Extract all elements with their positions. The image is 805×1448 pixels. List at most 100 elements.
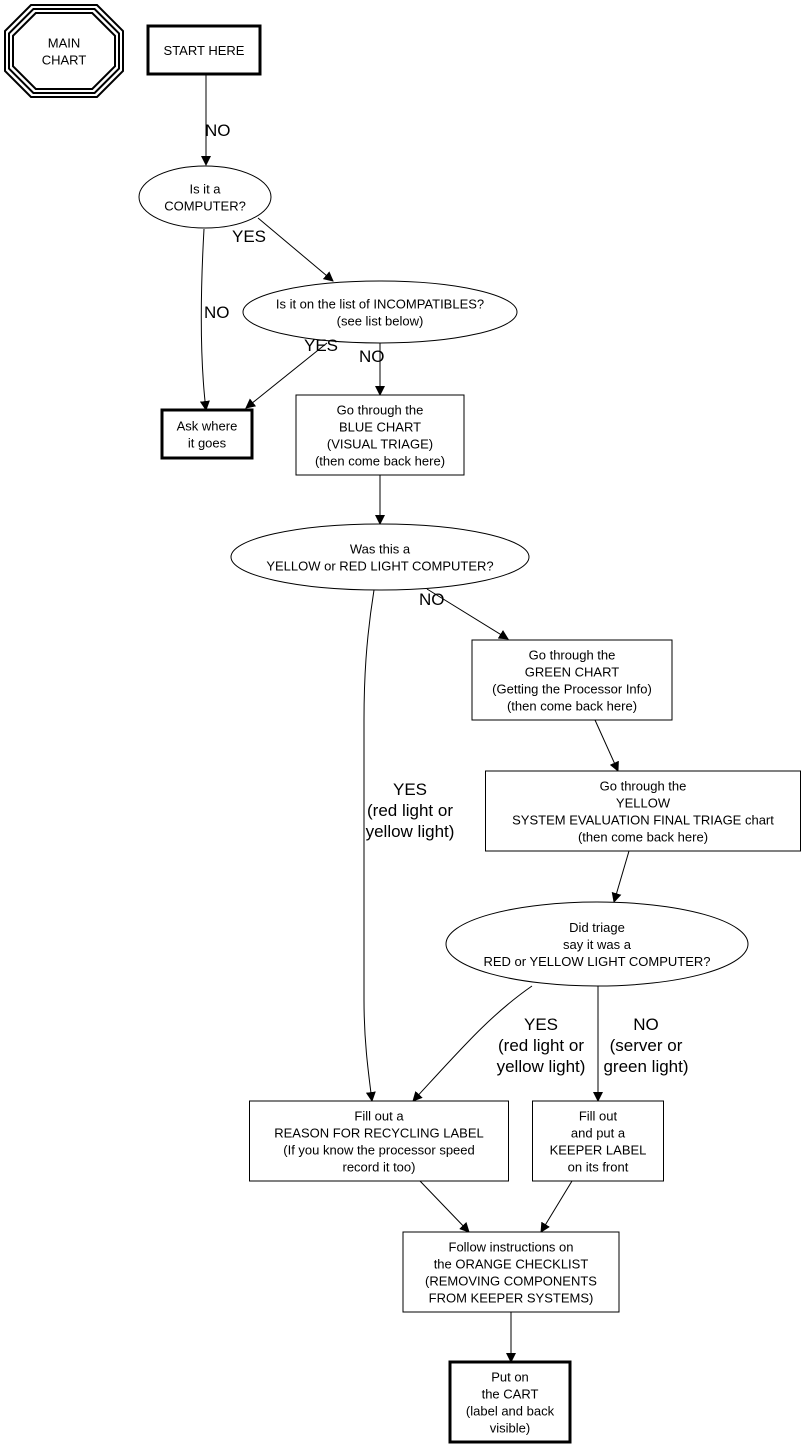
- node-label-line: Did triage: [569, 920, 625, 935]
- process-box: [485, 770, 801, 852]
- node-label: Was this a YELLOW or RED LIGHT COMPUTER?: [266, 542, 493, 574]
- node-keeper: Fill out and put a KEEPER LABEL on its fron…: [532, 1100, 664, 1182]
- node-label-line: Go through the: [337, 403, 424, 418]
- node-label-line: START HERE: [164, 43, 245, 58]
- edge-label-incompatible-to-blue: NO: [359, 347, 385, 366]
- node-label-line: the ORANGE CHECKLIST: [434, 1257, 589, 1272]
- node-label-line: SYSTEM EVALUATION FINAL TRIAGE chart: [512, 813, 774, 828]
- edge-label-line: (red light or: [498, 1036, 584, 1055]
- edge-label-line: yellow light): [366, 822, 455, 841]
- node-is-computer: Is it a COMPUTER?: [138, 165, 272, 229]
- node-label-line: Is it a: [189, 182, 221, 197]
- edge-label-triage-to-keeper: NO (server or green light): [603, 1015, 688, 1076]
- node-label-line: Go through the: [600, 779, 687, 794]
- node-label-line: (Getting the Processor Info): [492, 682, 652, 697]
- node-label-line: record it too): [343, 1160, 416, 1175]
- edge-label-yellow_red-to-recycle: YES (red light or yellow light): [366, 780, 455, 841]
- node-label-line: KEEPER LABEL: [550, 1143, 647, 1158]
- edge-label-yellow_red-to-green: NO: [419, 590, 445, 609]
- node-label-line: YELLOW or RED LIGHT COMPUTER?: [266, 559, 493, 574]
- node-label-line: (see list below): [337, 314, 424, 329]
- node-label: Did triage say it was a RED or YELLOW LIGH…: [483, 920, 710, 969]
- process-box: [160, 408, 254, 460]
- decision-ellipse: [242, 280, 518, 344]
- edge-label-line: NO: [205, 121, 231, 140]
- node-label-line: (VISUAL TRIAGE): [327, 437, 433, 452]
- edge-label-line: (server or: [610, 1036, 683, 1055]
- decision-ellipse: [138, 165, 272, 229]
- node-label-line: (If you know the processor speed: [283, 1143, 475, 1158]
- node-label-line: visible): [490, 1421, 530, 1436]
- node-label-line: CHART: [42, 53, 87, 68]
- node-label-line: Fill out a: [354, 1109, 404, 1124]
- node-start: START HERE: [146, 24, 262, 76]
- node-label-line: (then come back here): [315, 454, 445, 469]
- octagon-border: [12, 12, 116, 90]
- edge-label-line: NO: [633, 1015, 659, 1034]
- node-label-line: Put on: [491, 1370, 529, 1385]
- edge-label-line: (red light or: [367, 801, 453, 820]
- node-label-line: Go through the: [529, 648, 616, 663]
- node-label-line: Ask where: [177, 419, 238, 434]
- node-yellow-red: Was this a YELLOW or RED LIGHT COMPUTER?: [230, 523, 530, 591]
- node-label-line: BLUE CHART: [339, 420, 421, 435]
- edge-label-line: yellow light): [497, 1057, 586, 1076]
- edge-label-incompatible-to-ask: YES: [304, 336, 338, 355]
- octagon-border: [4, 4, 124, 98]
- node-label: START HERE: [164, 43, 245, 58]
- edge-label-line: NO: [359, 347, 385, 366]
- process-box: [146, 24, 262, 76]
- edge-label-line: NO: [204, 303, 230, 322]
- process-box: [295, 394, 465, 476]
- edge-label-line: YES: [304, 336, 338, 355]
- process-box: [448, 1360, 572, 1444]
- node-label-line: Was this a: [350, 542, 411, 557]
- node-label-line: say it was a: [563, 937, 632, 952]
- edge-label-start-to-is_computer: NO: [205, 121, 231, 140]
- node-label-line: Follow instructions on: [449, 1240, 574, 1255]
- edge-label-line: YES: [393, 780, 427, 799]
- edge-recycle-to-orange: [419, 1180, 470, 1233]
- edge-green-to-yellow_chart: [594, 719, 619, 772]
- node-label-line: YELLOW: [616, 796, 671, 811]
- edge-label-line: NO: [419, 590, 445, 609]
- edge-label-line: YES: [232, 227, 266, 246]
- node-label-line: on its front: [568, 1160, 629, 1175]
- octagon-border: [8, 8, 120, 94]
- node-label-line: the CART: [482, 1387, 539, 1402]
- node-label-line: GREEN CHART: [525, 665, 619, 680]
- node-label-line: COMPUTER?: [164, 199, 246, 214]
- edge-label-is_computer-to-incompatible: YES: [232, 227, 266, 246]
- edge-label-line: green light): [603, 1057, 688, 1076]
- node-label-line: and put a: [571, 1126, 626, 1141]
- edge-label-is_computer-to-ask: NO: [204, 303, 230, 322]
- node-triage: Did triage say it was a RED or YELLOW LIGH…: [445, 901, 749, 987]
- node-orange: Follow instructions on the ORANGE CHECKLI…: [402, 1231, 620, 1313]
- edge-labels-layer: NO YES NO YES NO NO YES (red light or yellow lig…: [204, 121, 689, 1076]
- node-label-line: RED or YELLOW LIGHT COMPUTER?: [483, 954, 710, 969]
- edge-is_computer-to-ask: [199, 228, 210, 411]
- process-box: [402, 1231, 620, 1313]
- edges-layer: [199, 75, 630, 1363]
- node-label: Is it on the list of INCOMPATIBLES? (see …: [276, 297, 484, 329]
- node-label-line: Fill out: [579, 1109, 618, 1124]
- process-box: [471, 639, 673, 721]
- node-label-line: Is it on the list of INCOMPATIBLES?: [276, 297, 484, 312]
- edge-incompatible-to-ask: [245, 342, 328, 409]
- node-label-line: (then come back here): [507, 699, 637, 714]
- edge-yellow_chart-to-triage: [611, 850, 630, 903]
